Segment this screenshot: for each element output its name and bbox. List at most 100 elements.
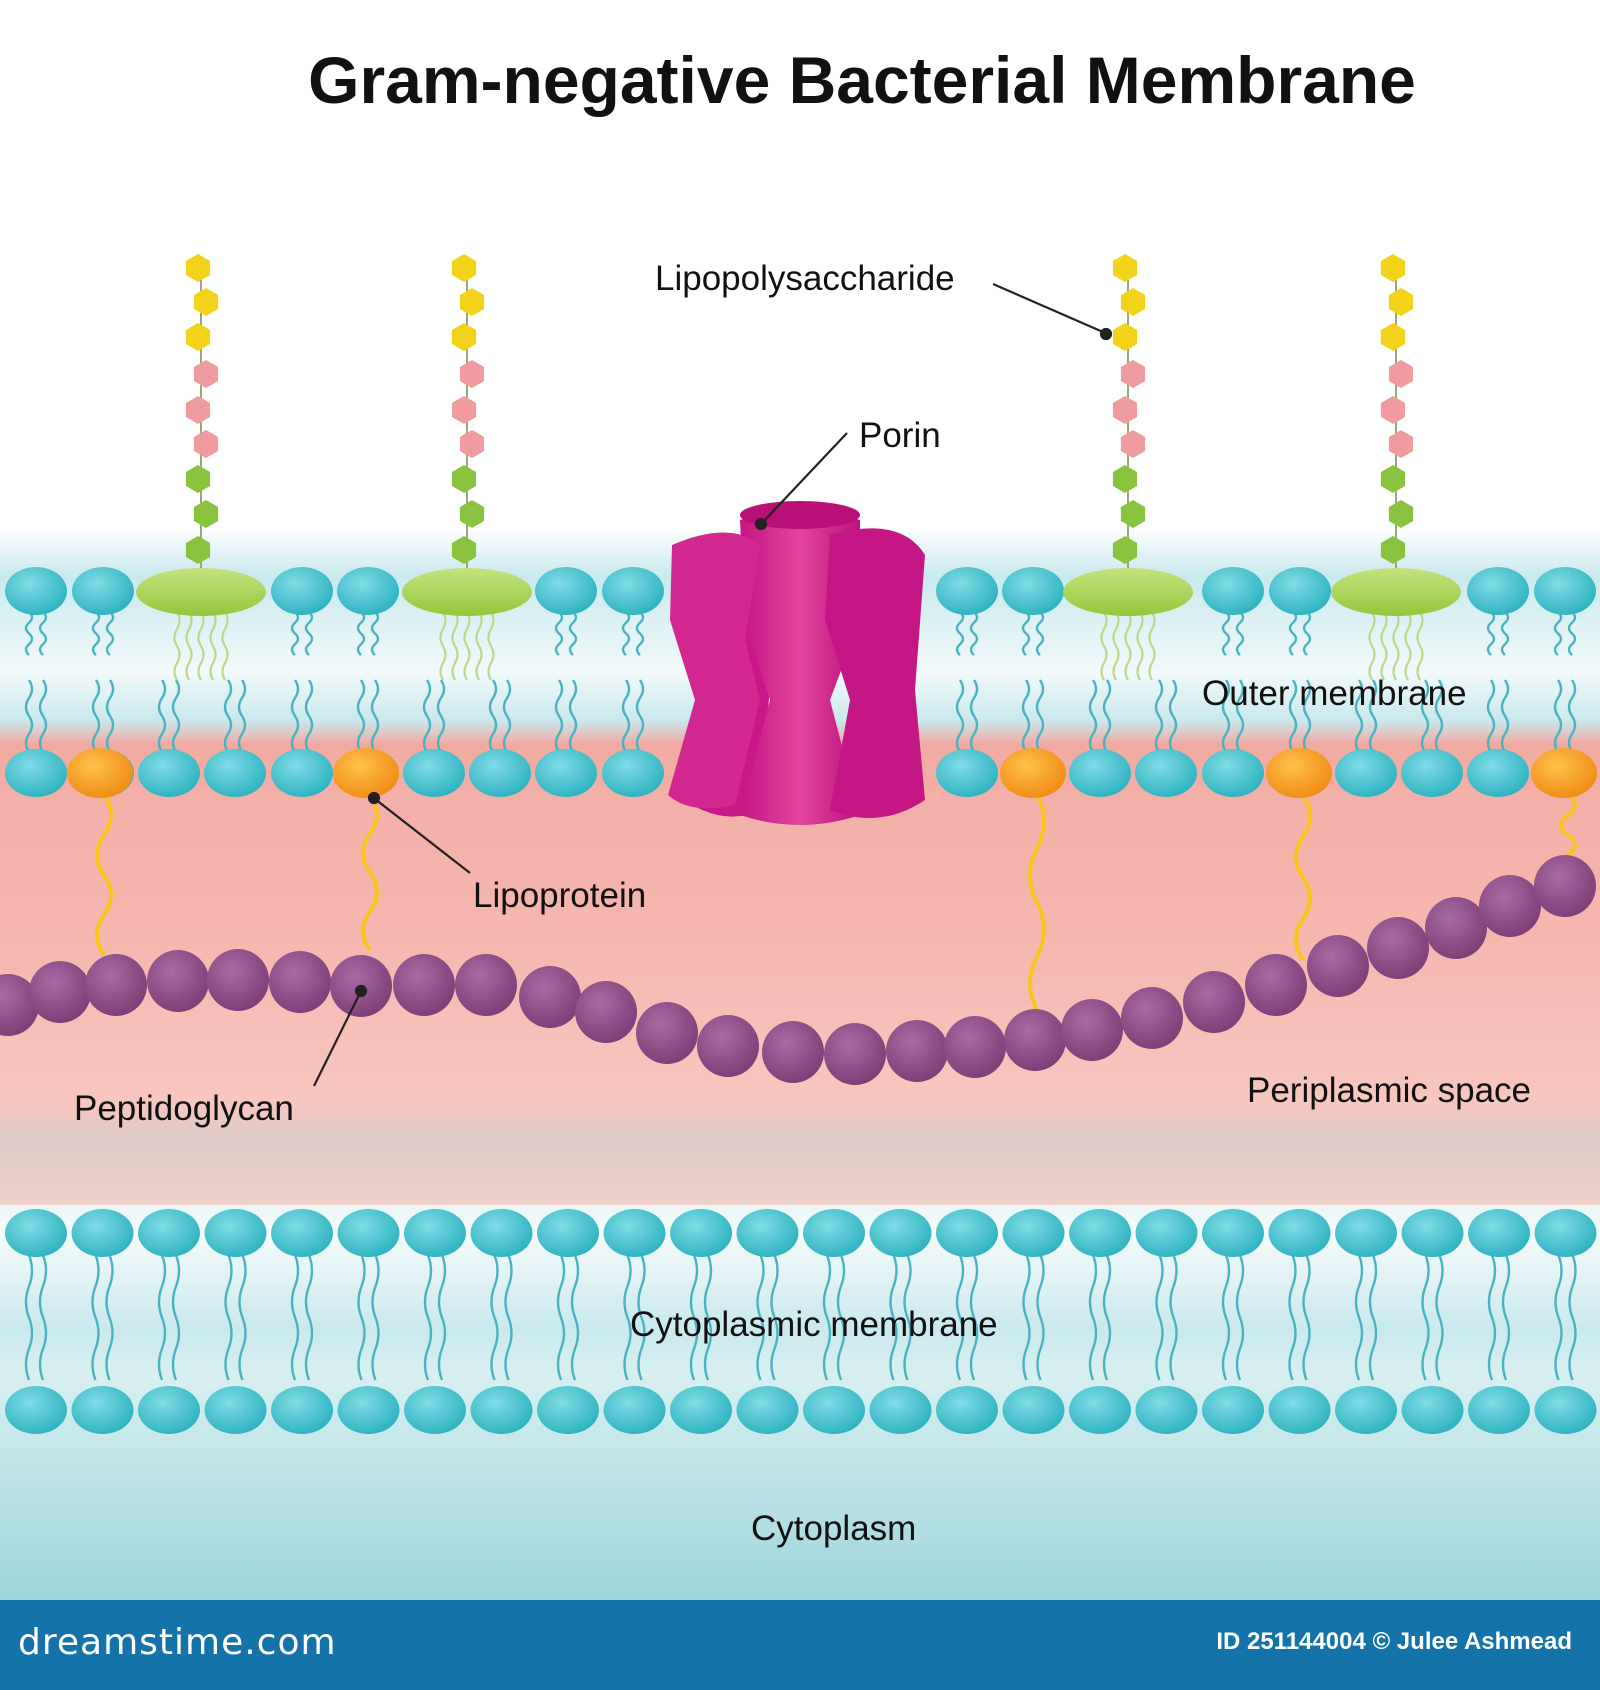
- peptidoglycan-unit: [455, 954, 517, 1016]
- lipid-tail: [1288, 679, 1298, 753]
- phospholipid-head: [138, 1209, 200, 1257]
- sugar-unit: [1120, 288, 1146, 316]
- lipoproteins: [67, 748, 1597, 1011]
- lipid-tail: [1302, 1254, 1311, 1381]
- lipid-tail: [1354, 679, 1364, 753]
- sugar-unit: [459, 360, 485, 388]
- leader-lines: [313, 282, 1113, 1087]
- lipid-tail: [969, 611, 979, 656]
- sugar-unit: [1112, 396, 1138, 424]
- peptidoglycan-unit: [29, 961, 91, 1023]
- lipid-tail: [889, 1254, 898, 1381]
- lipid-tail: [504, 1254, 513, 1381]
- porin: [668, 501, 925, 825]
- phospholipid-head: [1202, 567, 1264, 615]
- lps-lipid-tail: [1148, 611, 1156, 681]
- lps-lipid-tail: [1392, 611, 1400, 681]
- sugar-unit: [459, 288, 485, 316]
- lipid-tail: [635, 679, 645, 753]
- lipid-tail: [1022, 1254, 1031, 1381]
- peptidoglycan-unit: [1425, 897, 1487, 959]
- lps-lipid-tail: [185, 611, 193, 681]
- peptidoglycan-unit: [85, 954, 147, 1016]
- lipid-tail: [91, 611, 101, 656]
- lps-lipid-tail: [1112, 611, 1120, 681]
- lps-anchor: [1063, 568, 1193, 616]
- phospholipid-head: [1069, 1209, 1131, 1257]
- sugar-unit: [185, 254, 211, 282]
- phospholipid-head: [1468, 1209, 1530, 1257]
- phospholipid-head: [1269, 567, 1331, 615]
- image-id-credit: ID 251144004 © Julee Ashmead: [1216, 1628, 1572, 1655]
- phospholipid-head: [271, 1386, 333, 1434]
- phospholipid-head: [535, 749, 597, 797]
- peptidoglycan-unit: [824, 1023, 886, 1085]
- lipid-tail: [171, 679, 181, 753]
- lipid-tail: [224, 1254, 233, 1381]
- phospholipid-head: [5, 567, 67, 615]
- lps-anchor: [402, 568, 532, 616]
- phospholipid-head: [5, 749, 67, 797]
- phospholipid-head: [1135, 749, 1197, 797]
- lipid-tail: [1088, 1254, 1098, 1381]
- lps-lipid-tail: [221, 611, 229, 681]
- lipid-tail: [290, 679, 300, 753]
- lipid-tail: [1035, 679, 1045, 753]
- lipid-tail: [357, 1254, 366, 1381]
- lipopolysaccharide-leader: [992, 282, 1104, 334]
- lipid-tail: [502, 679, 512, 753]
- lipid-tail: [91, 1254, 100, 1381]
- phospholipid-head: [1069, 749, 1131, 797]
- peptidoglycan-unit: [1534, 855, 1596, 917]
- lipid-tail: [556, 1254, 566, 1381]
- phospholipid-head: [204, 1386, 267, 1434]
- lipid-tail: [955, 611, 965, 656]
- cytoplasmic-membrane-label: Cytoplasmic membrane: [630, 1305, 998, 1344]
- sugar-unit: [451, 323, 477, 351]
- periplasmic-space-label: Periplasmic space: [1247, 1071, 1531, 1110]
- lipid-tail: [1500, 679, 1510, 753]
- phospholipid-head: [404, 1209, 466, 1257]
- lps-lipid-tail: [173, 611, 181, 681]
- phospholipid-head: [1135, 1386, 1198, 1434]
- phospholipid-head: [1467, 749, 1529, 797]
- peptidoglycan-unit: [575, 981, 637, 1043]
- sugar-unit: [1380, 536, 1406, 564]
- phospholipid-head: [1335, 1386, 1397, 1434]
- lipid-tail: [903, 1254, 912, 1381]
- peptidoglycan-unit: [1479, 875, 1541, 937]
- lipid-tail: [105, 611, 115, 656]
- phospholipid-head: [1335, 1209, 1397, 1257]
- lipid-tail: [437, 1254, 447, 1381]
- phospholipid-head: [404, 1386, 466, 1434]
- lipopolysaccharide-label: Lipopolysaccharide: [655, 259, 955, 298]
- sugar-unit: [459, 500, 485, 528]
- peptidoglycan-unit: [1245, 954, 1307, 1016]
- lipid-tail: [955, 679, 965, 753]
- lipid-tail: [1288, 1254, 1297, 1381]
- lipid-tail: [1036, 1254, 1045, 1381]
- lps-lipid-tail: [1100, 611, 1108, 681]
- lipid-tail: [157, 1254, 167, 1381]
- phospholipid-head: [602, 749, 664, 797]
- peptidoglycan-leader: [313, 992, 361, 1087]
- peptidoglycan-unit: [1367, 917, 1429, 979]
- peptidoglycan-unit: [147, 950, 209, 1012]
- phospholipid-head: [1401, 1386, 1464, 1434]
- lipid-tail: [1421, 1254, 1430, 1381]
- peptidoglycan-unit: [1061, 999, 1123, 1061]
- lipid-tail: [1553, 611, 1563, 656]
- phospholipid-head: [736, 1209, 799, 1257]
- phospholipid-head: [1268, 1386, 1331, 1434]
- phospholipid-head: [869, 1209, 932, 1257]
- lipid-tail: [1567, 679, 1577, 753]
- phospholipid-head: [1534, 1209, 1597, 1257]
- lipid-tail: [38, 679, 48, 753]
- peptidoglycan-unit: [1121, 987, 1183, 1049]
- lipid-tail: [1221, 679, 1231, 753]
- sugar-unit: [185, 465, 211, 493]
- lipid-tail: [1435, 1254, 1444, 1381]
- lipid-tail: [1035, 611, 1045, 656]
- lipid-tail: [1235, 1254, 1245, 1381]
- lipid-tail: [554, 611, 564, 656]
